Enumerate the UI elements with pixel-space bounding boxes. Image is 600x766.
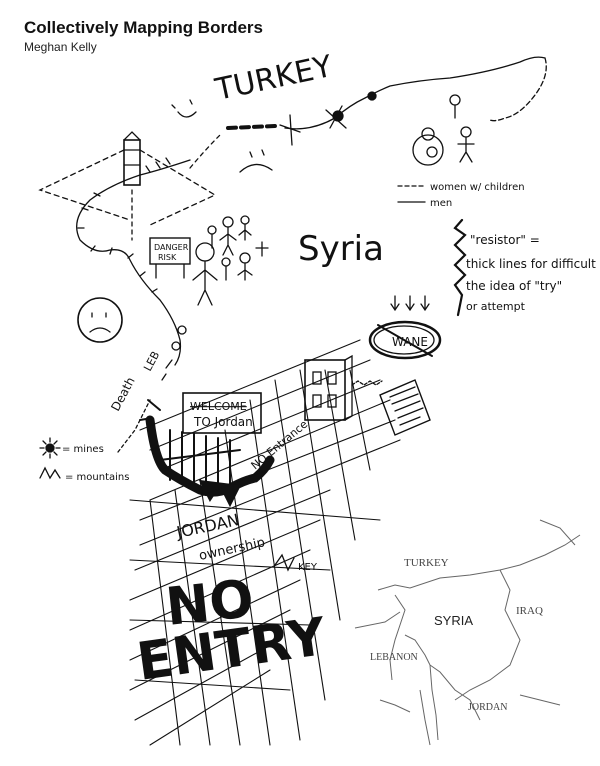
legend-mountains: = mountains bbox=[65, 472, 129, 483]
inset-reference-map bbox=[354, 519, 581, 746]
jordan-label: JORDAN bbox=[174, 510, 241, 542]
women-children-symbol bbox=[412, 127, 444, 166]
author-name: Meghan Kelly bbox=[24, 40, 97, 54]
annotation-thick-lines: thick lines for difficult bbox=[466, 257, 596, 271]
document-paper bbox=[379, 379, 431, 436]
annotation-resistor: "resistor" = bbox=[470, 233, 540, 247]
legend-mines: = mines bbox=[62, 444, 104, 455]
wane-circle bbox=[368, 320, 442, 360]
danger-sign-text: DANGER bbox=[154, 243, 189, 252]
frown-mark bbox=[239, 163, 273, 173]
inset-label-turkey: TURKEY bbox=[404, 557, 449, 569]
no-entry-line1: NO bbox=[163, 569, 257, 638]
turkey-label: TURKEY bbox=[211, 49, 335, 108]
no-entrance-label: NO Entrance bbox=[249, 417, 311, 472]
to-jordan-label: TO Jordan bbox=[193, 415, 253, 429]
sad-face bbox=[77, 297, 123, 343]
watch-tower bbox=[38, 131, 217, 241]
inset-label-syria: SYRIA bbox=[434, 613, 473, 628]
svg-text:RISK: RISK bbox=[158, 253, 177, 262]
inset-label-lebanon: LEBANON bbox=[370, 652, 418, 663]
welcome-label: WELCOME bbox=[190, 400, 247, 413]
page-title: Collectively Mapping Borders bbox=[24, 18, 263, 37]
inset-label-jordan: JORDAN bbox=[468, 702, 507, 713]
legend-women-children: women w/ children bbox=[430, 182, 525, 193]
no-entry-line2: ENTRY bbox=[133, 607, 330, 693]
death-label: Death bbox=[108, 375, 137, 414]
men-symbol bbox=[449, 94, 475, 163]
turkey-border-line bbox=[189, 56, 547, 169]
key-symbol bbox=[274, 553, 295, 572]
building bbox=[304, 354, 353, 421]
jordan-crosshatch bbox=[129, 339, 401, 746]
mines-symbol bbox=[39, 437, 61, 459]
annotation-try: the idea of "try" bbox=[466, 279, 562, 293]
inset-jordan-border bbox=[429, 664, 481, 721]
wane-label: WANE bbox=[392, 335, 428, 349]
key-label: KEY bbox=[298, 562, 318, 573]
eastern-border bbox=[397, 185, 467, 317]
danger-sign bbox=[149, 237, 191, 279]
leb-label: LEB bbox=[141, 349, 162, 373]
legend-men: men bbox=[430, 198, 452, 209]
mountains-symbol bbox=[39, 466, 61, 480]
inset-iraq-border bbox=[454, 569, 521, 701]
annotation-attempt: or attempt bbox=[466, 300, 526, 313]
barbed-wire-border bbox=[76, 157, 191, 381]
inset-label-iraq: IRAQ bbox=[516, 605, 543, 617]
inset-lebanon-border bbox=[404, 634, 431, 666]
inset-turkey-border bbox=[377, 534, 581, 591]
people-figures bbox=[192, 215, 269, 306]
inset-coast bbox=[389, 594, 406, 681]
welcome-gate bbox=[159, 392, 262, 491]
smile-mark bbox=[177, 111, 197, 118]
syria-label: Syria bbox=[298, 229, 384, 269]
